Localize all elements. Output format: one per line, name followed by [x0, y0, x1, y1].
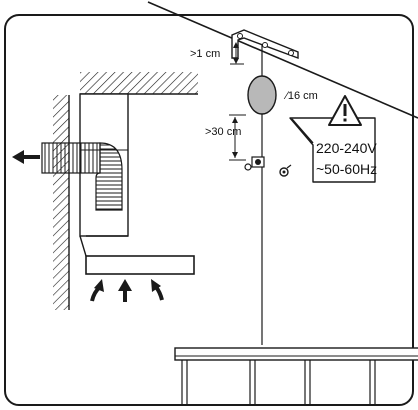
hood-canopy: [85, 255, 195, 275]
exhaust-duct-elbow: [95, 142, 123, 211]
kitchen-cabinet: [174, 347, 418, 405]
frame-border: [4, 14, 414, 406]
clearance-top-label: >1 cm: [190, 48, 220, 60]
intake-arrow-left-icon: [90, 279, 104, 302]
voltage-label: 220-240V: [316, 140, 377, 156]
exhaust-duct-horizontal: [41, 142, 101, 174]
cable-hole: [247, 75, 277, 115]
ceiling-line: [147, 1, 418, 119]
voltage-callout: [289, 117, 376, 183]
mounting-bracket: [231, 29, 299, 60]
power-connector: [244, 156, 265, 171]
ceiling-hatch: [80, 72, 198, 94]
intake-arrow-center-icon: [118, 279, 132, 302]
hole-diameter-label: ∕16 cm: [283, 90, 318, 102]
exhaust-arrow-icon: [12, 150, 40, 164]
warning-triangle-icon: [328, 95, 362, 126]
wall-hatch: [53, 95, 69, 310]
frequency-label: ~50-60Hz: [316, 161, 377, 177]
screw-icon: [279, 164, 292, 177]
intake-arrow-right-icon: [151, 279, 164, 301]
clearance-side-label: >30 cm: [205, 126, 241, 138]
